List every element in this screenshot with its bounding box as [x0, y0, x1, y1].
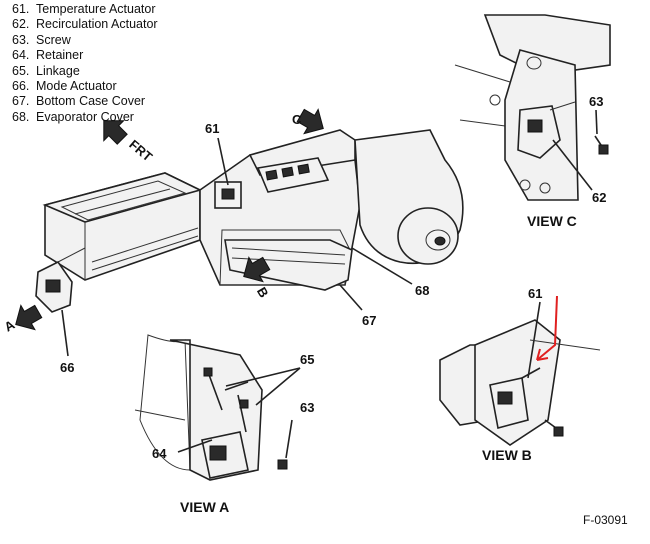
- arrow-frt-label: FRT: [126, 137, 155, 165]
- callout-67: 67: [362, 313, 376, 328]
- view-b-callout-61: 61: [528, 286, 542, 301]
- screw-icon: [277, 459, 288, 470]
- blower-motor: [397, 207, 459, 265]
- view-a-detail: [134, 334, 301, 481]
- arrow-frt: [103, 120, 128, 145]
- arrow-a: [15, 304, 43, 331]
- arrow-c: [296, 108, 324, 135]
- hvac-module-assembly: [35, 129, 464, 313]
- callout-61: 61: [205, 121, 219, 136]
- view-c-callout-63: 63: [589, 94, 603, 109]
- view-a-callout-65: 65: [300, 352, 314, 367]
- arrow-b: [243, 256, 271, 283]
- red-annotation-arrow: [536, 295, 558, 361]
- arrow-a-label: A: [2, 317, 18, 335]
- view-a-title: VIEW A: [180, 499, 229, 515]
- parts-legend: 61.Temperature Actuator 62.Recirculation…: [12, 2, 158, 125]
- view-b-title: VIEW B: [482, 447, 532, 463]
- arrow-b-label: B: [254, 285, 272, 301]
- legend-item: 65.Linkage: [12, 63, 80, 78]
- callout-68: 68: [415, 283, 429, 298]
- view-b-detail: [439, 295, 601, 446]
- legend-item: 61.Temperature Actuator: [12, 2, 156, 16]
- screw-icon: [598, 144, 609, 155]
- arrow-c-label: C: [292, 112, 302, 127]
- legend-item: 62.Recirculation Actuator: [12, 17, 158, 32]
- screw-icon: [553, 426, 564, 437]
- callout-66: 66: [60, 360, 74, 375]
- legend-item: 64.Retainer: [12, 48, 84, 63]
- view-a-callout-64: 64: [152, 446, 167, 461]
- view-c-callout-62: 62: [592, 190, 606, 205]
- view-c-title: VIEW C: [527, 213, 577, 229]
- legend-item: 66.Mode Actuator: [12, 79, 117, 94]
- view-c-detail: [454, 14, 611, 201]
- bottom-case-cover: [224, 239, 353, 291]
- view-a-callout-63: 63: [300, 400, 314, 415]
- legend-item: 63.Screw: [12, 32, 71, 47]
- main-leader-lines: [61, 137, 413, 357]
- legend-item: 67.Bottom Case Cover: [12, 94, 146, 109]
- figure-code: F-03091: [583, 513, 628, 527]
